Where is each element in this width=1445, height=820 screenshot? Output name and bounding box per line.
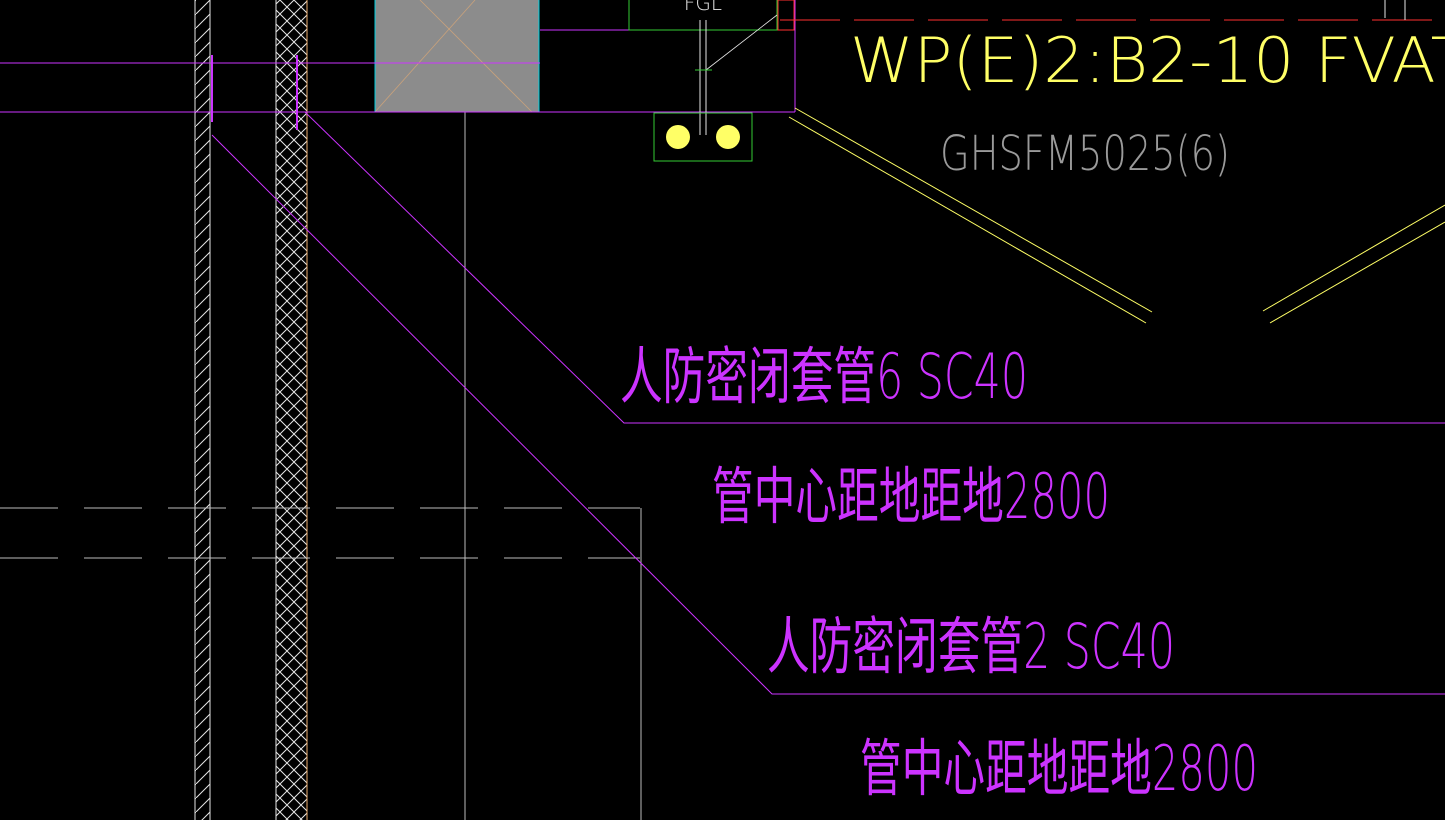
terminal-dot-left (666, 125, 690, 149)
circuit-label: WP(E)2:B2-10 FVAT (850, 24, 1445, 97)
left-wall (194, 0, 211, 820)
note-2-sleeve: 人防密闭套管2 SC40 (767, 610, 1175, 683)
center-wall (275, 0, 308, 820)
leader-line-note-2 (211, 134, 1445, 695)
distribution-box[interactable]: FGL (628, 0, 795, 135)
box-label: FGL (684, 0, 722, 15)
column-block (374, 0, 540, 113)
leader-line-note-1 (304, 111, 1445, 424)
note-1-sleeve: 人防密闭套管6 SC40 (620, 340, 1028, 413)
terminal-dot-right (716, 125, 740, 149)
note-1-height: 管中心距地距地2800 (712, 460, 1110, 533)
yellow-cable-left (788, 107, 1153, 324)
yellow-cable-right (1262, 204, 1445, 324)
terminal-block[interactable] (653, 112, 753, 162)
cable-label: GHSFM5025(6) (940, 126, 1230, 182)
note-2-height: 管中心距地距地2800 (860, 732, 1258, 805)
